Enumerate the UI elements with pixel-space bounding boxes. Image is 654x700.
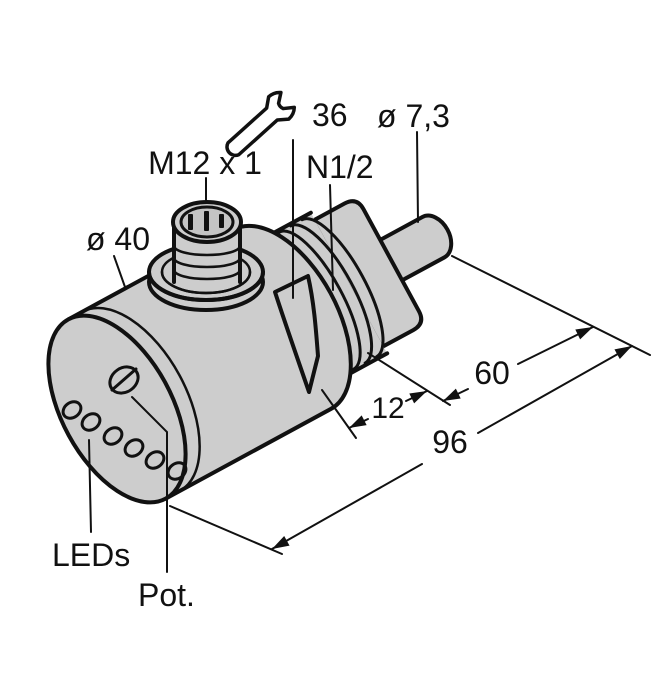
arrow-12-left xyxy=(349,415,367,428)
barrel-thread-lines xyxy=(172,244,242,281)
body-dia-leader xyxy=(113,255,126,288)
label-leds: LEDs xyxy=(52,537,130,573)
arrow-60-left xyxy=(443,388,461,401)
probe-dia-leader xyxy=(416,131,419,223)
extension-lines xyxy=(169,255,651,555)
leds-leader xyxy=(88,439,92,533)
label-probe-dia: ø 7,3 xyxy=(377,98,450,134)
dim-label-96: 96 xyxy=(432,424,468,460)
m12-connector xyxy=(147,200,265,312)
wrench-icon xyxy=(225,90,297,158)
collar-front-arc xyxy=(147,270,265,302)
label-n12: N1/2 xyxy=(306,149,374,185)
dim96-shaft-right xyxy=(477,345,633,434)
arrow-96-left xyxy=(272,535,290,549)
ext-probe-tip xyxy=(451,255,651,356)
ext-thread-start xyxy=(321,389,357,439)
dim96-shaft-left xyxy=(271,463,423,550)
dimension-lines xyxy=(271,326,633,550)
collar-inner-front-arc xyxy=(160,270,252,295)
front-face-details xyxy=(61,365,188,481)
body-front-face xyxy=(46,313,188,505)
probe-rod xyxy=(376,213,454,284)
dim-label-60: 60 xyxy=(474,355,510,391)
potentiometer-slot xyxy=(110,367,138,392)
hex-flat-facet xyxy=(273,274,320,394)
ext-face-bottom xyxy=(169,505,283,555)
ext-boss-end xyxy=(367,352,451,406)
dimension-arrowheads xyxy=(272,327,632,549)
label-36: 36 xyxy=(312,97,348,133)
boss-section xyxy=(310,199,424,350)
arrow-96-right xyxy=(614,346,632,360)
pot-leader xyxy=(131,396,168,573)
connector-pins xyxy=(188,211,224,231)
label-body-dia: ø 40 xyxy=(86,221,150,257)
sensor-axis-group xyxy=(46,199,454,505)
leader-lines xyxy=(88,131,419,573)
arrow-12-right xyxy=(409,391,427,404)
n12-leader xyxy=(329,184,334,291)
arrow-60-right xyxy=(575,327,593,340)
label-m12: M12 x 1 xyxy=(148,145,262,181)
label-pot: Pot. xyxy=(138,577,195,613)
labels: M12 x 1 36 N1/2 ø 7,3 ø 40 60 12 96 LEDs… xyxy=(52,97,510,613)
dim-label-12: 12 xyxy=(371,392,404,425)
led-holes xyxy=(61,400,188,481)
